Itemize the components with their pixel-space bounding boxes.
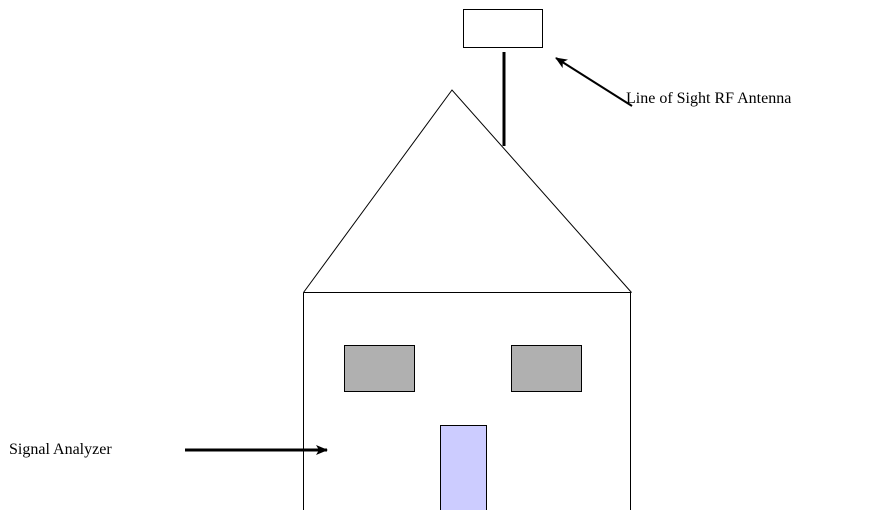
house-roof — [303, 89, 632, 293]
door — [440, 425, 487, 510]
analyzer-label: Signal Analyzer — [9, 441, 112, 458]
antenna-pointer-arrow — [555, 57, 633, 107]
antenna-box — [463, 9, 543, 48]
antenna-label: Line of Sight RF Antenna — [626, 90, 791, 107]
window-right — [511, 345, 582, 392]
window-left — [344, 345, 415, 392]
